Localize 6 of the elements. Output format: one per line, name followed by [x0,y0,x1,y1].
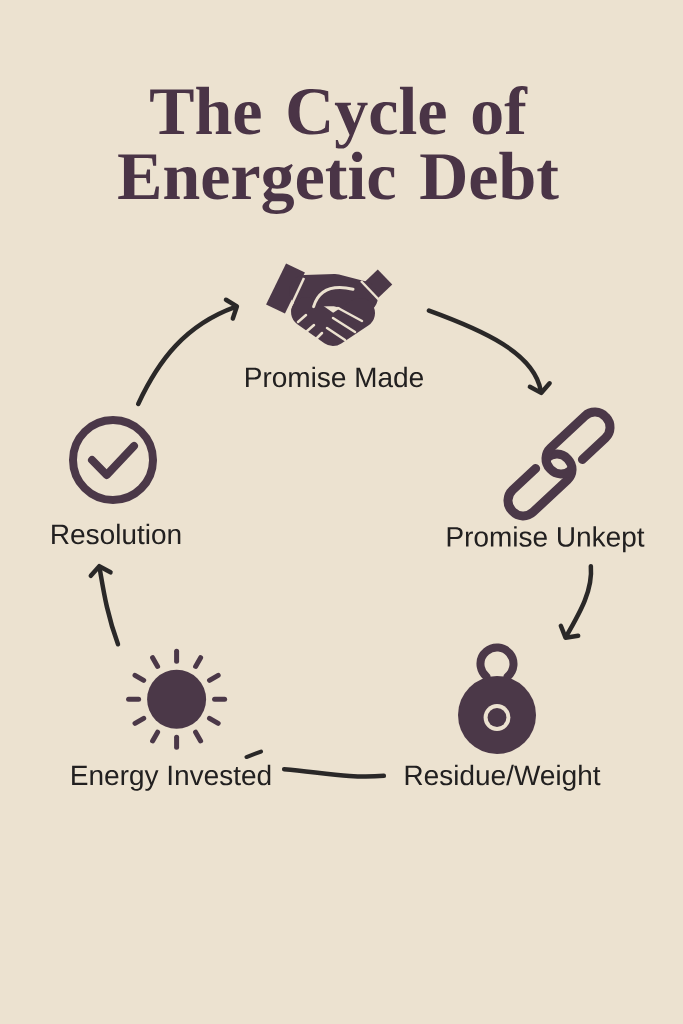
node-label: Residue/Weight [405,764,601,791]
node-label: Energy Invested [72,764,271,791]
node-label: Promise Made [246,366,423,388]
title: The Cycle of Energetic Debt [118,86,559,214]
node-label: Promise Unkept [447,526,645,553]
node-label: Resolution [52,523,181,545]
